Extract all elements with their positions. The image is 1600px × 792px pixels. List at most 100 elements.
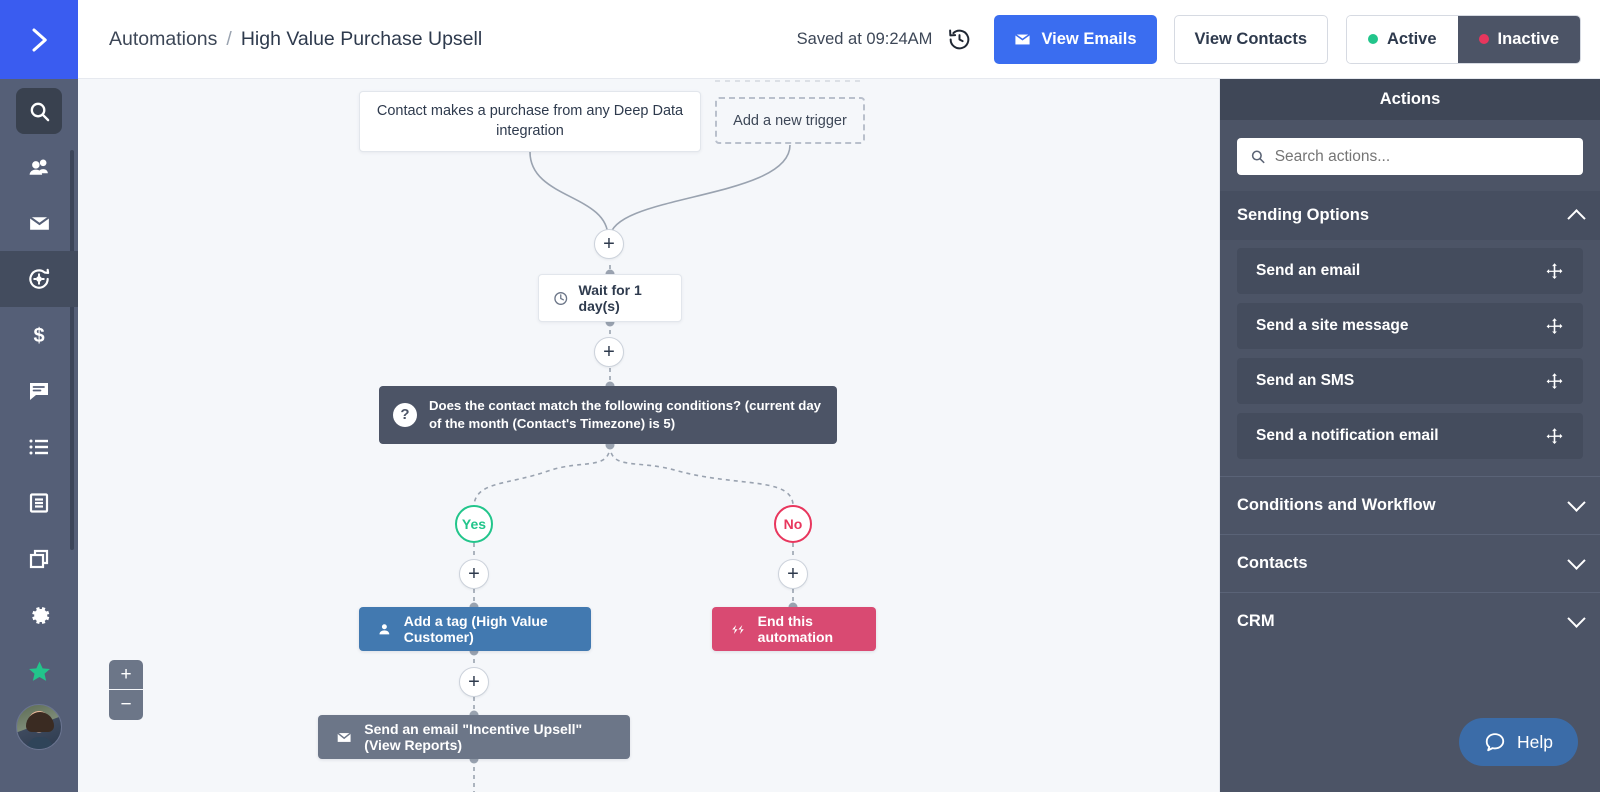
section-header-crm[interactable]: CRM bbox=[1220, 592, 1600, 650]
status-active-option[interactable]: Active bbox=[1347, 15, 1458, 63]
add-step-button-after-trigger[interactable]: + bbox=[594, 229, 624, 259]
sidebar-item-lists[interactable] bbox=[0, 419, 78, 475]
sidebar-item-conversations[interactable] bbox=[0, 363, 78, 419]
question-mark-icon: ? bbox=[393, 403, 417, 427]
drag-move-icon[interactable] bbox=[1545, 372, 1564, 391]
action-item-label: Send a notification email bbox=[1256, 427, 1439, 444]
add-step-button-yes-branch[interactable]: + bbox=[459, 559, 489, 589]
search-icon bbox=[1251, 150, 1265, 164]
drag-move-icon[interactable] bbox=[1545, 317, 1564, 336]
sidebar-item-campaigns[interactable] bbox=[0, 195, 78, 251]
action-item-send-a-site-message[interactable]: Send a site message bbox=[1237, 303, 1583, 349]
view-contacts-label: View Contacts bbox=[1194, 29, 1308, 48]
actions-panel: Actions Sending Options Send an email bbox=[1219, 79, 1600, 792]
action-node-add-tag[interactable]: Add a tag (High Value Customer) bbox=[359, 607, 591, 651]
saved-status: Saved at 09:24AM bbox=[796, 29, 933, 48]
svg-text:$: $ bbox=[33, 325, 44, 347]
zoom-out-icon: − bbox=[120, 694, 132, 715]
status-inactive-label: Inactive bbox=[1497, 29, 1559, 48]
search-input[interactable] bbox=[1274, 147, 1570, 166]
history-button[interactable] bbox=[942, 22, 976, 56]
actions-search-wrapper bbox=[1220, 120, 1600, 191]
trigger-node-label: Contact makes a purchase from any Deep D… bbox=[376, 103, 684, 139]
automations-gear-circle-icon bbox=[29, 268, 50, 289]
drag-move-icon[interactable] bbox=[1545, 262, 1564, 281]
action-node-send-email[interactable]: Send an email "Incentive Upsell" (View R… bbox=[318, 715, 630, 759]
sidebar-item-deals[interactable]: $ bbox=[0, 307, 78, 363]
action-node-end-automation[interactable]: End this automation bbox=[712, 607, 876, 651]
app-logo[interactable] bbox=[0, 0, 78, 79]
plus-icon: + bbox=[468, 671, 480, 693]
action-item-send-an-sms[interactable]: Send an SMS bbox=[1237, 358, 1583, 404]
zoom-in-icon: + bbox=[120, 663, 132, 685]
end-automation-icon bbox=[732, 624, 744, 634]
view-emails-label: View Emails bbox=[1041, 29, 1137, 48]
action-item-label: Send a site message bbox=[1256, 317, 1409, 334]
actions-panel-title: Actions bbox=[1220, 79, 1600, 120]
help-button[interactable]: Help bbox=[1459, 718, 1578, 766]
branch-no-badge[interactable]: No bbox=[774, 505, 812, 543]
chevron-down-icon bbox=[1567, 493, 1586, 512]
sidebar-item-settings[interactable] bbox=[0, 587, 78, 643]
envelope-icon bbox=[1015, 33, 1031, 44]
canvas-zoom-controls: + − bbox=[109, 660, 143, 720]
add-step-button-no-branch[interactable]: + bbox=[778, 559, 808, 589]
wait-node[interactable]: Wait for 1 day(s) bbox=[538, 274, 682, 322]
breadcrumb-root[interactable]: Automations bbox=[109, 27, 218, 50]
top-header: Automations / High Value Purchase Upsell… bbox=[78, 0, 1600, 79]
sidebar-item-pages[interactable] bbox=[0, 531, 78, 587]
section-label: Conditions and Workflow bbox=[1237, 496, 1436, 514]
trigger-node[interactable]: Contact makes a purchase from any Deep D… bbox=[359, 91, 701, 153]
chevron-up-icon bbox=[1567, 209, 1586, 228]
breadcrumb: Automations / High Value Purchase Upsell bbox=[109, 28, 482, 51]
active-status-dot bbox=[1368, 34, 1379, 44]
action-item-send-an-email[interactable]: Send an email bbox=[1237, 248, 1583, 294]
chat-bubble-icon bbox=[1485, 733, 1505, 752]
help-label: Help bbox=[1517, 731, 1553, 752]
view-contacts-button[interactable]: View Contacts bbox=[1173, 14, 1329, 64]
add-step-button-after-wait[interactable]: + bbox=[594, 337, 624, 367]
section-header-conditions-and-workflow[interactable]: Conditions and Workflow bbox=[1220, 476, 1600, 534]
chevron-down-icon bbox=[1567, 609, 1586, 628]
view-emails-button[interactable]: View Emails bbox=[994, 14, 1157, 64]
inactive-status-dot bbox=[1478, 34, 1489, 44]
user-avatar-image bbox=[16, 704, 62, 750]
contact-person-icon bbox=[379, 623, 390, 634]
status-inactive-option[interactable]: Inactive bbox=[1457, 15, 1580, 63]
chevron-down-icon bbox=[1567, 551, 1586, 570]
add-step-button-after-tag[interactable]: + bbox=[459, 667, 489, 697]
condition-node[interactable]: ? Does the contact match the following c… bbox=[379, 386, 837, 444]
forms-icon bbox=[29, 493, 49, 513]
section-label: Contacts bbox=[1237, 554, 1308, 572]
envelope-icon bbox=[337, 732, 352, 742]
zoom-out-button[interactable]: − bbox=[109, 690, 143, 720]
section-header-sending-options[interactable]: Sending Options bbox=[1220, 191, 1600, 240]
action-node-send-email-label: Send an email "Incentive Upsell" (View R… bbox=[364, 721, 583, 753]
branch-yes-label: Yes bbox=[461, 516, 487, 532]
sidebar-item-forms[interactable] bbox=[0, 475, 78, 531]
drag-move-icon[interactable] bbox=[1545, 427, 1564, 446]
action-item-label: Send an email bbox=[1256, 262, 1361, 279]
sidebar-item-favorites[interactable] bbox=[0, 643, 78, 699]
zoom-in-button[interactable]: + bbox=[109, 660, 143, 690]
sidebar-item-search[interactable] bbox=[0, 83, 78, 139]
branch-yes-badge[interactable]: Yes bbox=[455, 505, 493, 543]
actions-search-box[interactable] bbox=[1237, 138, 1583, 175]
dollar-icon: $ bbox=[33, 325, 44, 347]
section-label: CRM bbox=[1237, 612, 1275, 630]
section-header-contacts[interactable]: Contacts bbox=[1220, 534, 1600, 592]
avatar[interactable] bbox=[0, 699, 78, 755]
action-item-send-a-notification-email[interactable]: Send a notification email bbox=[1237, 413, 1583, 459]
breadcrumb-separator: / bbox=[226, 27, 232, 50]
rail-scrollbar[interactable] bbox=[70, 150, 74, 550]
action-node-add-tag-label: Add a tag (High Value Customer) bbox=[403, 613, 548, 645]
sidebar-item-automations[interactable] bbox=[0, 251, 78, 307]
automation-canvas[interactable]: Contact makes a purchase from any Deep D… bbox=[78, 79, 1219, 792]
clock-icon bbox=[554, 291, 568, 305]
left-nav-rail: $ bbox=[0, 0, 78, 792]
sidebar-item-contacts[interactable] bbox=[0, 139, 78, 195]
add-trigger-node[interactable]: Add a new trigger bbox=[715, 97, 865, 144]
plus-icon: + bbox=[468, 563, 480, 585]
section-body-sending-options: Send an email Send a site message Send a… bbox=[1220, 240, 1600, 476]
